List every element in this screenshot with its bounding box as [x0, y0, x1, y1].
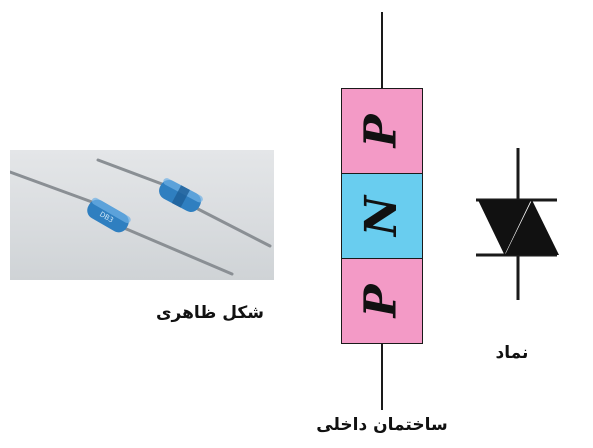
diac-photo-illustration: DB3: [8, 158, 272, 276]
symbol-caption: نماد: [495, 343, 529, 363]
structure-layer-n: N: [341, 173, 423, 259]
symbol-down-triangle: [478, 200, 531, 255]
structure-top-lead: [381, 12, 383, 89]
structure-layer-p-bottom: P: [341, 258, 423, 344]
structure-bottom-lead: [381, 343, 383, 410]
symbol-up-triangle: [505, 200, 559, 255]
structure-caption: ساختمان داخلی: [316, 415, 448, 435]
structure-layer-p-top: P: [341, 88, 423, 174]
component-photo: DB3: [8, 150, 274, 280]
photo-caption: شکل ظاهری: [155, 303, 265, 323]
